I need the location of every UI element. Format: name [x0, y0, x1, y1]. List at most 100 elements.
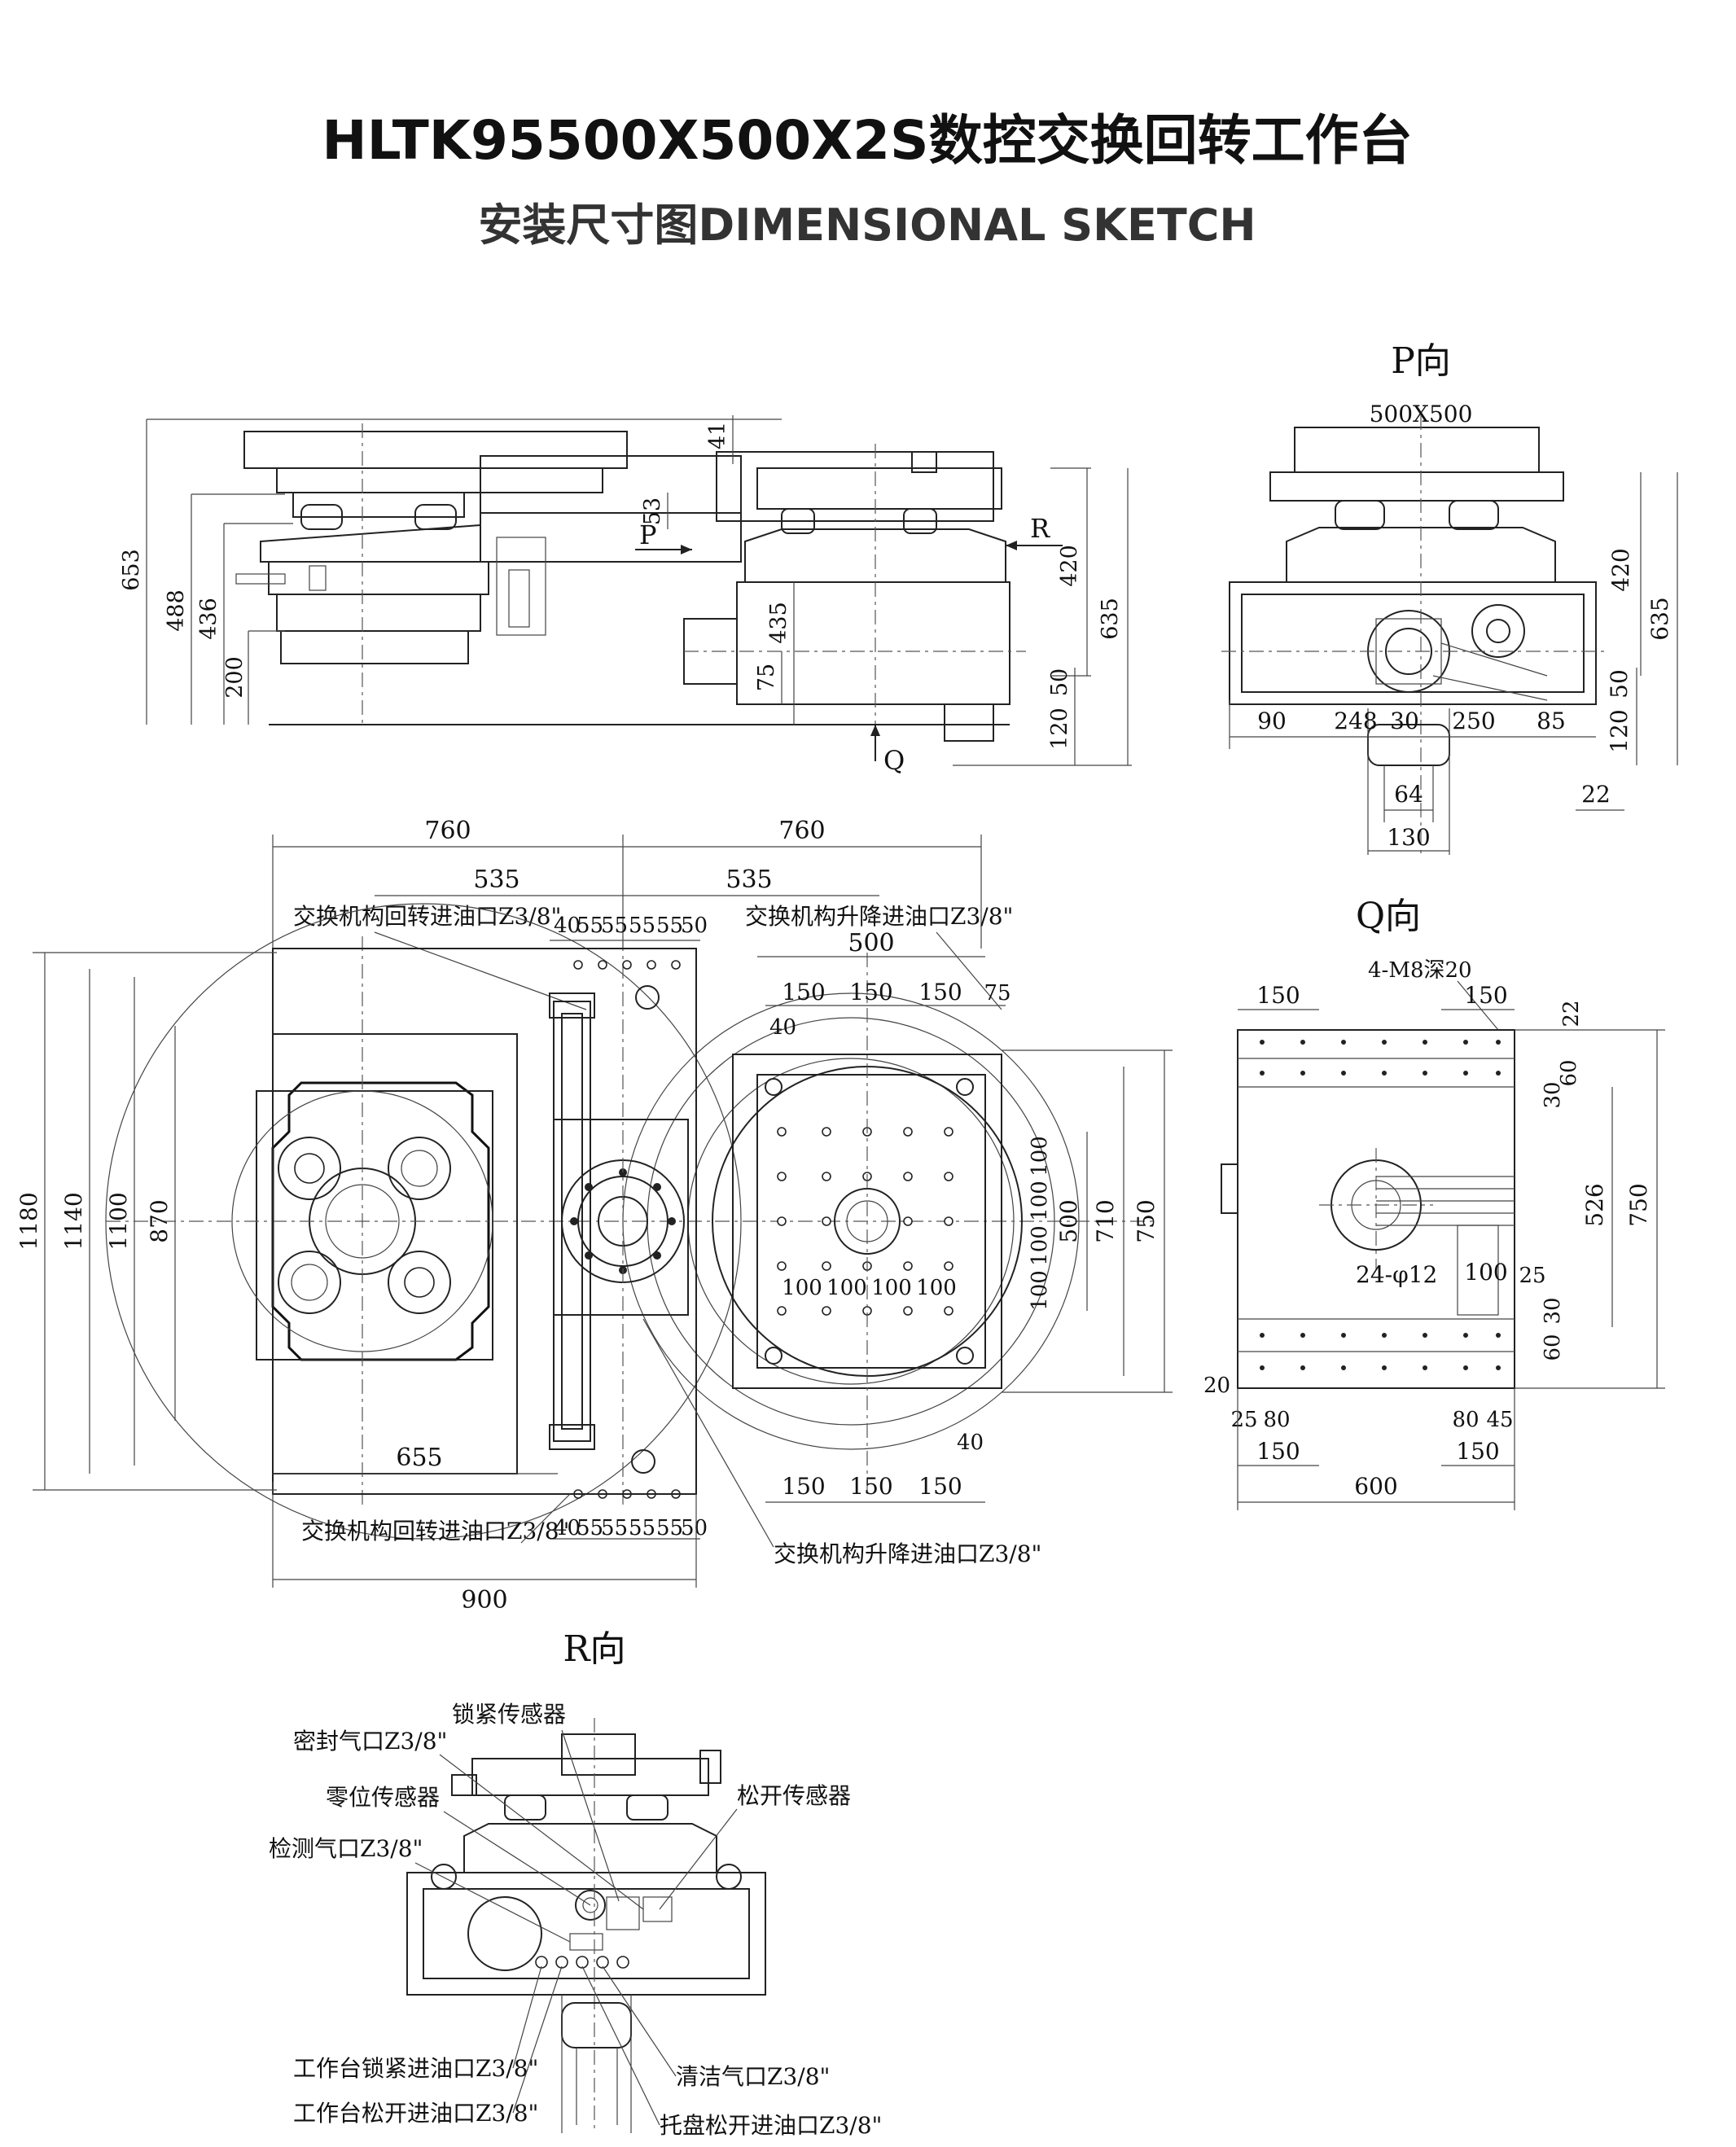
spacing-100-h: 100 100 100 100: [782, 1276, 957, 1300]
dim-500-v: 500: [1055, 1199, 1082, 1242]
page-subtitle: 安装尺寸图DIMENSIONAL SKETCH: [478, 199, 1256, 251]
dim-q-150d: 150: [1456, 1438, 1499, 1465]
dim-1100: 1100: [105, 1192, 132, 1250]
dim-40-top: 40: [769, 1015, 796, 1040]
label-rot-oil-bottom: 交换机构回转进油口Z3/8": [301, 1518, 569, 1545]
dim-p-130: 130: [1387, 824, 1430, 851]
d150-b3: 150: [918, 1473, 962, 1500]
dim-q-60b: 60: [1541, 1334, 1565, 1360]
dim-420: 420: [1057, 545, 1082, 587]
sp-bot-3: 55: [601, 1516, 628, 1540]
label-lock-sensor: 锁紧传感器: [452, 1701, 566, 1728]
dim-p-85: 85: [1537, 708, 1566, 734]
d150-t3: 150: [918, 979, 962, 1006]
dim-q-150a: 150: [1256, 982, 1300, 1009]
dim-q-24-holes: 24-φ12: [1356, 1261, 1437, 1288]
d150-t1: 150: [782, 979, 825, 1006]
dim-p-50: 50: [1606, 669, 1633, 699]
d100v-1: 100: [1028, 1136, 1052, 1176]
label-unlock-sensor: 松开传感器: [737, 1782, 851, 1809]
spacing-100-v: 100 100 100 100: [1028, 1136, 1052, 1311]
sp-top-5: 55: [656, 914, 683, 938]
dim-1180: 1180: [15, 1192, 42, 1250]
q-view: Q向 4-M8深20 150 150 22 30 60 5: [1203, 896, 1665, 1510]
front-elevation: 653 488 436 200 41 53 P 435 75 R 420 635…: [119, 415, 1132, 776]
dim-50: 50: [1047, 668, 1072, 696]
dim-q-25b: 25: [1230, 1408, 1257, 1432]
dim-535-right: 535: [726, 865, 772, 894]
dim-500: 500: [848, 929, 894, 957]
label-lift-oil-bottom: 交换机构升降进油口Z3/8": [774, 1540, 1041, 1567]
spacing-top: 40 55 55 55 55 50: [554, 914, 708, 938]
dim-q-60: 60: [1557, 1059, 1581, 1086]
dim-900: 900: [461, 1586, 507, 1615]
r-marker: R: [1030, 513, 1050, 544]
dim-75-plan: 75: [984, 981, 1010, 1006]
r-view: R向 锁紧传感器 密封气口Z3/8" 松开传感器: [269, 1628, 882, 2139]
dim-535-left: 535: [473, 865, 519, 894]
dim-q-150c: 150: [1256, 1438, 1300, 1465]
dim-41: 41: [705, 422, 730, 449]
dim-655: 655: [396, 1444, 442, 1472]
label-seal-air: 密封气口Z3/8": [293, 1728, 447, 1755]
dim-p-22: 22: [1581, 781, 1611, 808]
d100h-2: 100: [826, 1276, 867, 1300]
dim-q-526: 526: [1581, 1183, 1608, 1226]
label-table-lock-oil: 工作台锁紧进油口Z3/8": [293, 2055, 538, 2082]
label-zero-sensor: 零位传感器: [326, 1784, 440, 1811]
dim-120: 120: [1047, 708, 1072, 750]
plan-view: 760 760 535 535 交换机构回转进油口Z3/8" 交换机构升降进油口…: [15, 817, 1173, 1615]
q-marker: Q: [883, 745, 905, 776]
dim-p-250: 250: [1452, 708, 1495, 734]
spacing-150-top: 150 150 150: [782, 979, 962, 1006]
dim-q-45: 45: [1486, 1408, 1513, 1432]
dim-q-80: 80: [1263, 1408, 1290, 1432]
dim-p-30: 30: [1390, 708, 1419, 734]
dim-760-left: 760: [424, 817, 471, 845]
d100h-1: 100: [782, 1276, 822, 1300]
sp-bot-1: 40: [554, 1516, 581, 1540]
dim-760-right: 760: [778, 817, 825, 845]
d100v-3: 100: [1028, 1225, 1052, 1266]
dim-710-v: 710: [1092, 1199, 1119, 1242]
label-lift-oil-top: 交换机构升降进油口Z3/8": [745, 903, 1013, 930]
p-marker: P: [639, 519, 657, 550]
q-bolt-rows: [1260, 1040, 1501, 1370]
p-view-label: P向: [1391, 340, 1451, 382]
dim-435: 435: [766, 602, 791, 644]
dim-q-30b: 30: [1541, 1297, 1565, 1324]
d100v-4: 100: [1028, 1270, 1052, 1311]
label-rot-oil-top: 交换机构回转进油口Z3/8": [293, 903, 561, 930]
dim-q-20: 20: [1203, 1374, 1230, 1398]
p-view: P向 500X500 64 130 90 248 30 250: [1221, 340, 1678, 855]
d100v-2: 100: [1028, 1181, 1052, 1221]
d100h-3: 100: [871, 1276, 912, 1300]
dim-436: 436: [196, 598, 221, 640]
dim-200: 200: [222, 656, 248, 699]
dim-p-248: 248: [1334, 708, 1377, 734]
dim-q-600: 600: [1354, 1473, 1397, 1500]
table-hole-grid: [765, 1078, 974, 1365]
dim-p-420: 420: [1607, 548, 1634, 591]
dim-75: 75: [754, 664, 779, 691]
label-detect-air: 检测气口Z3/8": [269, 1835, 423, 1862]
d150-b2: 150: [849, 1473, 892, 1500]
label-pallet-unlock-oil: 托盘松开进油口Z3/8": [660, 2112, 882, 2139]
dim-1140: 1140: [60, 1192, 87, 1250]
dim-q-750: 750: [1625, 1183, 1652, 1226]
dim-40-bottom: 40: [957, 1431, 984, 1455]
sp-bot-2: 55: [576, 1516, 603, 1540]
dim-p-90: 90: [1257, 708, 1287, 734]
sp-bot-4: 55: [629, 1516, 655, 1540]
dim-635: 635: [1098, 598, 1123, 640]
dim-q-22: 22: [1559, 1000, 1584, 1027]
r-ports: [535, 1956, 629, 1969]
dim-4-m8: 4-M8深20: [1368, 958, 1472, 983]
spacing-150-bottom: 150 150 150: [782, 1473, 962, 1500]
dim-p-120: 120: [1606, 709, 1633, 752]
dim-p-64: 64: [1394, 781, 1423, 808]
dim-750-v: 750: [1133, 1199, 1160, 1242]
page-title: HLTK95500X500X2S数控交换回转工作台: [322, 109, 1412, 172]
d150-t2: 150: [849, 979, 892, 1006]
